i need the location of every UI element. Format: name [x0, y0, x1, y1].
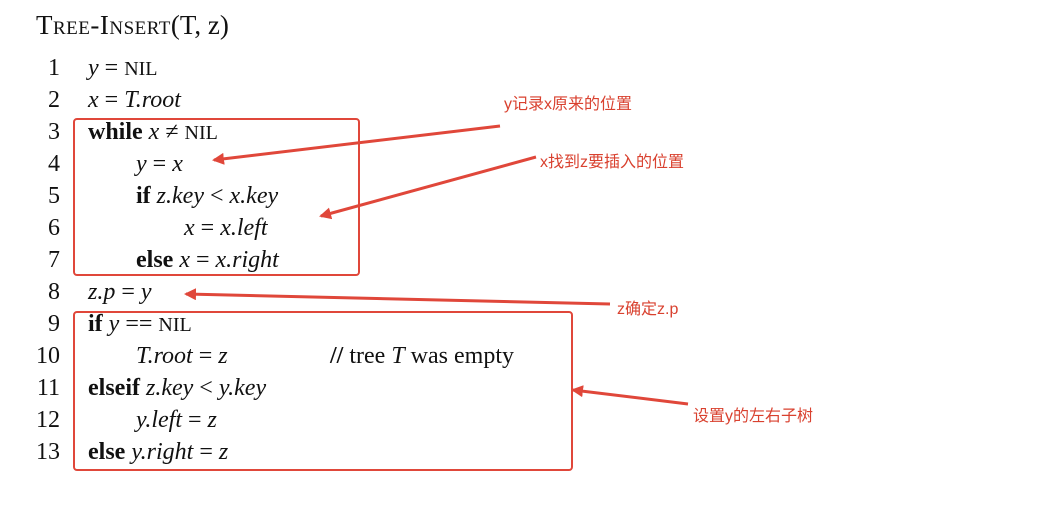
line-number: 3 [48, 119, 60, 145]
line-number: 10 [36, 343, 60, 369]
line-number: 1 [48, 55, 60, 81]
line-code: x = T.root [88, 87, 181, 113]
line-number: 6 [48, 215, 60, 241]
algorithm-title: Tree-Insert(T, z) [36, 10, 229, 41]
line-code: if z.key < x.key [136, 183, 279, 209]
annotation-set-zp: z确定z.p [617, 301, 679, 318]
line-code: else x = x.right [136, 247, 279, 273]
arrow-to-line8 [184, 288, 611, 306]
annotation-set-subtree: 设置y的左右子树 [693, 408, 814, 425]
line-number: 13 [36, 439, 60, 465]
algorithm-name: Tree-Insert [36, 10, 171, 40]
line-code: y.left = z [136, 407, 217, 433]
line-code: else y.right = z [88, 439, 229, 465]
line-number: 8 [48, 279, 60, 305]
line-code: if y == NIL [88, 311, 192, 337]
algorithm-args: (T, z) [170, 10, 229, 40]
line-comment: // tree T was empty [330, 343, 514, 369]
line-code: elseif z.key < y.key [88, 375, 267, 401]
line-number: 12 [36, 407, 60, 433]
annotation-y-records-x: y记录x原来的位置 [504, 96, 633, 113]
arrow-to-if-box [571, 385, 689, 406]
line-code: x = x.left [184, 215, 268, 241]
line-number: 7 [48, 247, 60, 273]
line-number: 2 [48, 87, 60, 113]
line-code: y = NIL [88, 55, 158, 81]
line-number: 5 [48, 183, 60, 209]
arrow-to-line4 [212, 124, 501, 165]
while-loop-box [73, 118, 360, 276]
arrow-to-line6 [319, 155, 537, 220]
annotation-x-finds-position: x找到z要插入的位置 [540, 154, 685, 171]
line-code: while x ≠ NIL [88, 119, 218, 145]
line-number: 4 [48, 151, 60, 177]
line-code: T.root = z [136, 343, 228, 369]
line-code: y = x [136, 151, 183, 177]
line-number: 9 [48, 311, 60, 337]
line-number: 11 [36, 375, 60, 401]
line-code: z.p = y [88, 279, 152, 305]
